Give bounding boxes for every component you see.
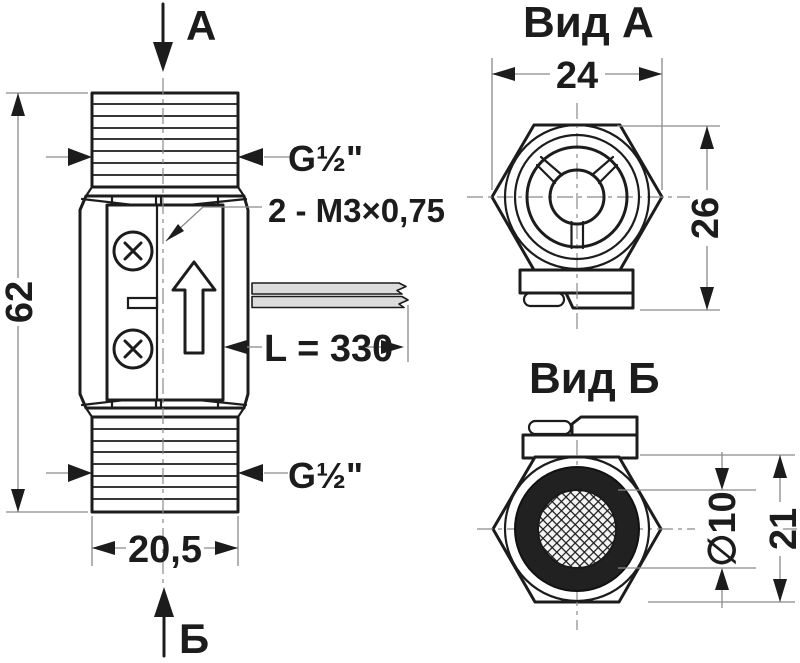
dim-diameter-label: ∅10 <box>702 491 744 566</box>
main-view: А Б 62 20,5 G½" <box>0 2 445 662</box>
dim-total-height: 62 <box>0 92 88 513</box>
view-b-title: Вид Б <box>529 354 660 403</box>
screw-top-icon <box>112 230 154 272</box>
dim-across-corners: 24 <box>491 55 663 190</box>
view-a-letter: А <box>186 2 216 49</box>
view-b-letter: Б <box>179 615 209 662</box>
dim-26-label: 26 <box>685 197 727 239</box>
view-a: Вид А 24 <box>467 0 727 330</box>
side-notch <box>126 296 159 310</box>
direction-arrow-b: Б <box>154 587 209 662</box>
inlet-mesh-filter <box>503 455 651 603</box>
dim-20-5-label: 20,5 <box>128 529 202 571</box>
dim-thread-width: 20,5 <box>91 516 239 571</box>
screw-spec-label: 2 - M3×0,75 <box>268 192 445 229</box>
dim-62-label: 62 <box>0 281 41 323</box>
dim-inlet-diameter: ∅10 <box>618 452 756 608</box>
thread-spec-top-label: G½" <box>288 138 363 179</box>
dim-view-a-height: 26 <box>617 125 727 311</box>
view-b: Вид Б ∅10 21 <box>477 354 800 630</box>
sight-glass-wheel <box>503 123 651 271</box>
dim-cable-length: L = 330 <box>224 305 409 370</box>
view-a-title: Вид А <box>523 0 654 47</box>
connector-tab-b <box>521 415 639 460</box>
front-face <box>105 194 225 410</box>
dim-21-label: 21 <box>763 508 800 550</box>
flow-direction-arrow-icon <box>171 260 217 355</box>
cable-length-label: L = 330 <box>264 328 393 370</box>
top-thread <box>90 91 240 189</box>
dim-24-label: 24 <box>556 55 598 97</box>
bottom-thread <box>90 415 240 514</box>
direction-arrow-a: А <box>153 2 216 72</box>
screw-bottom-icon <box>112 328 154 370</box>
label-thread-bottom: G½" <box>46 455 363 496</box>
sensor-cable <box>246 277 409 313</box>
thread-spec-bottom-label: G½" <box>288 455 363 496</box>
label-screw-spec: 2 - M3×0,75 <box>165 192 445 242</box>
label-thread-top: G½" <box>46 138 363 179</box>
dim-across-flats: 21 <box>640 454 800 603</box>
connector-tab-a <box>518 268 635 310</box>
